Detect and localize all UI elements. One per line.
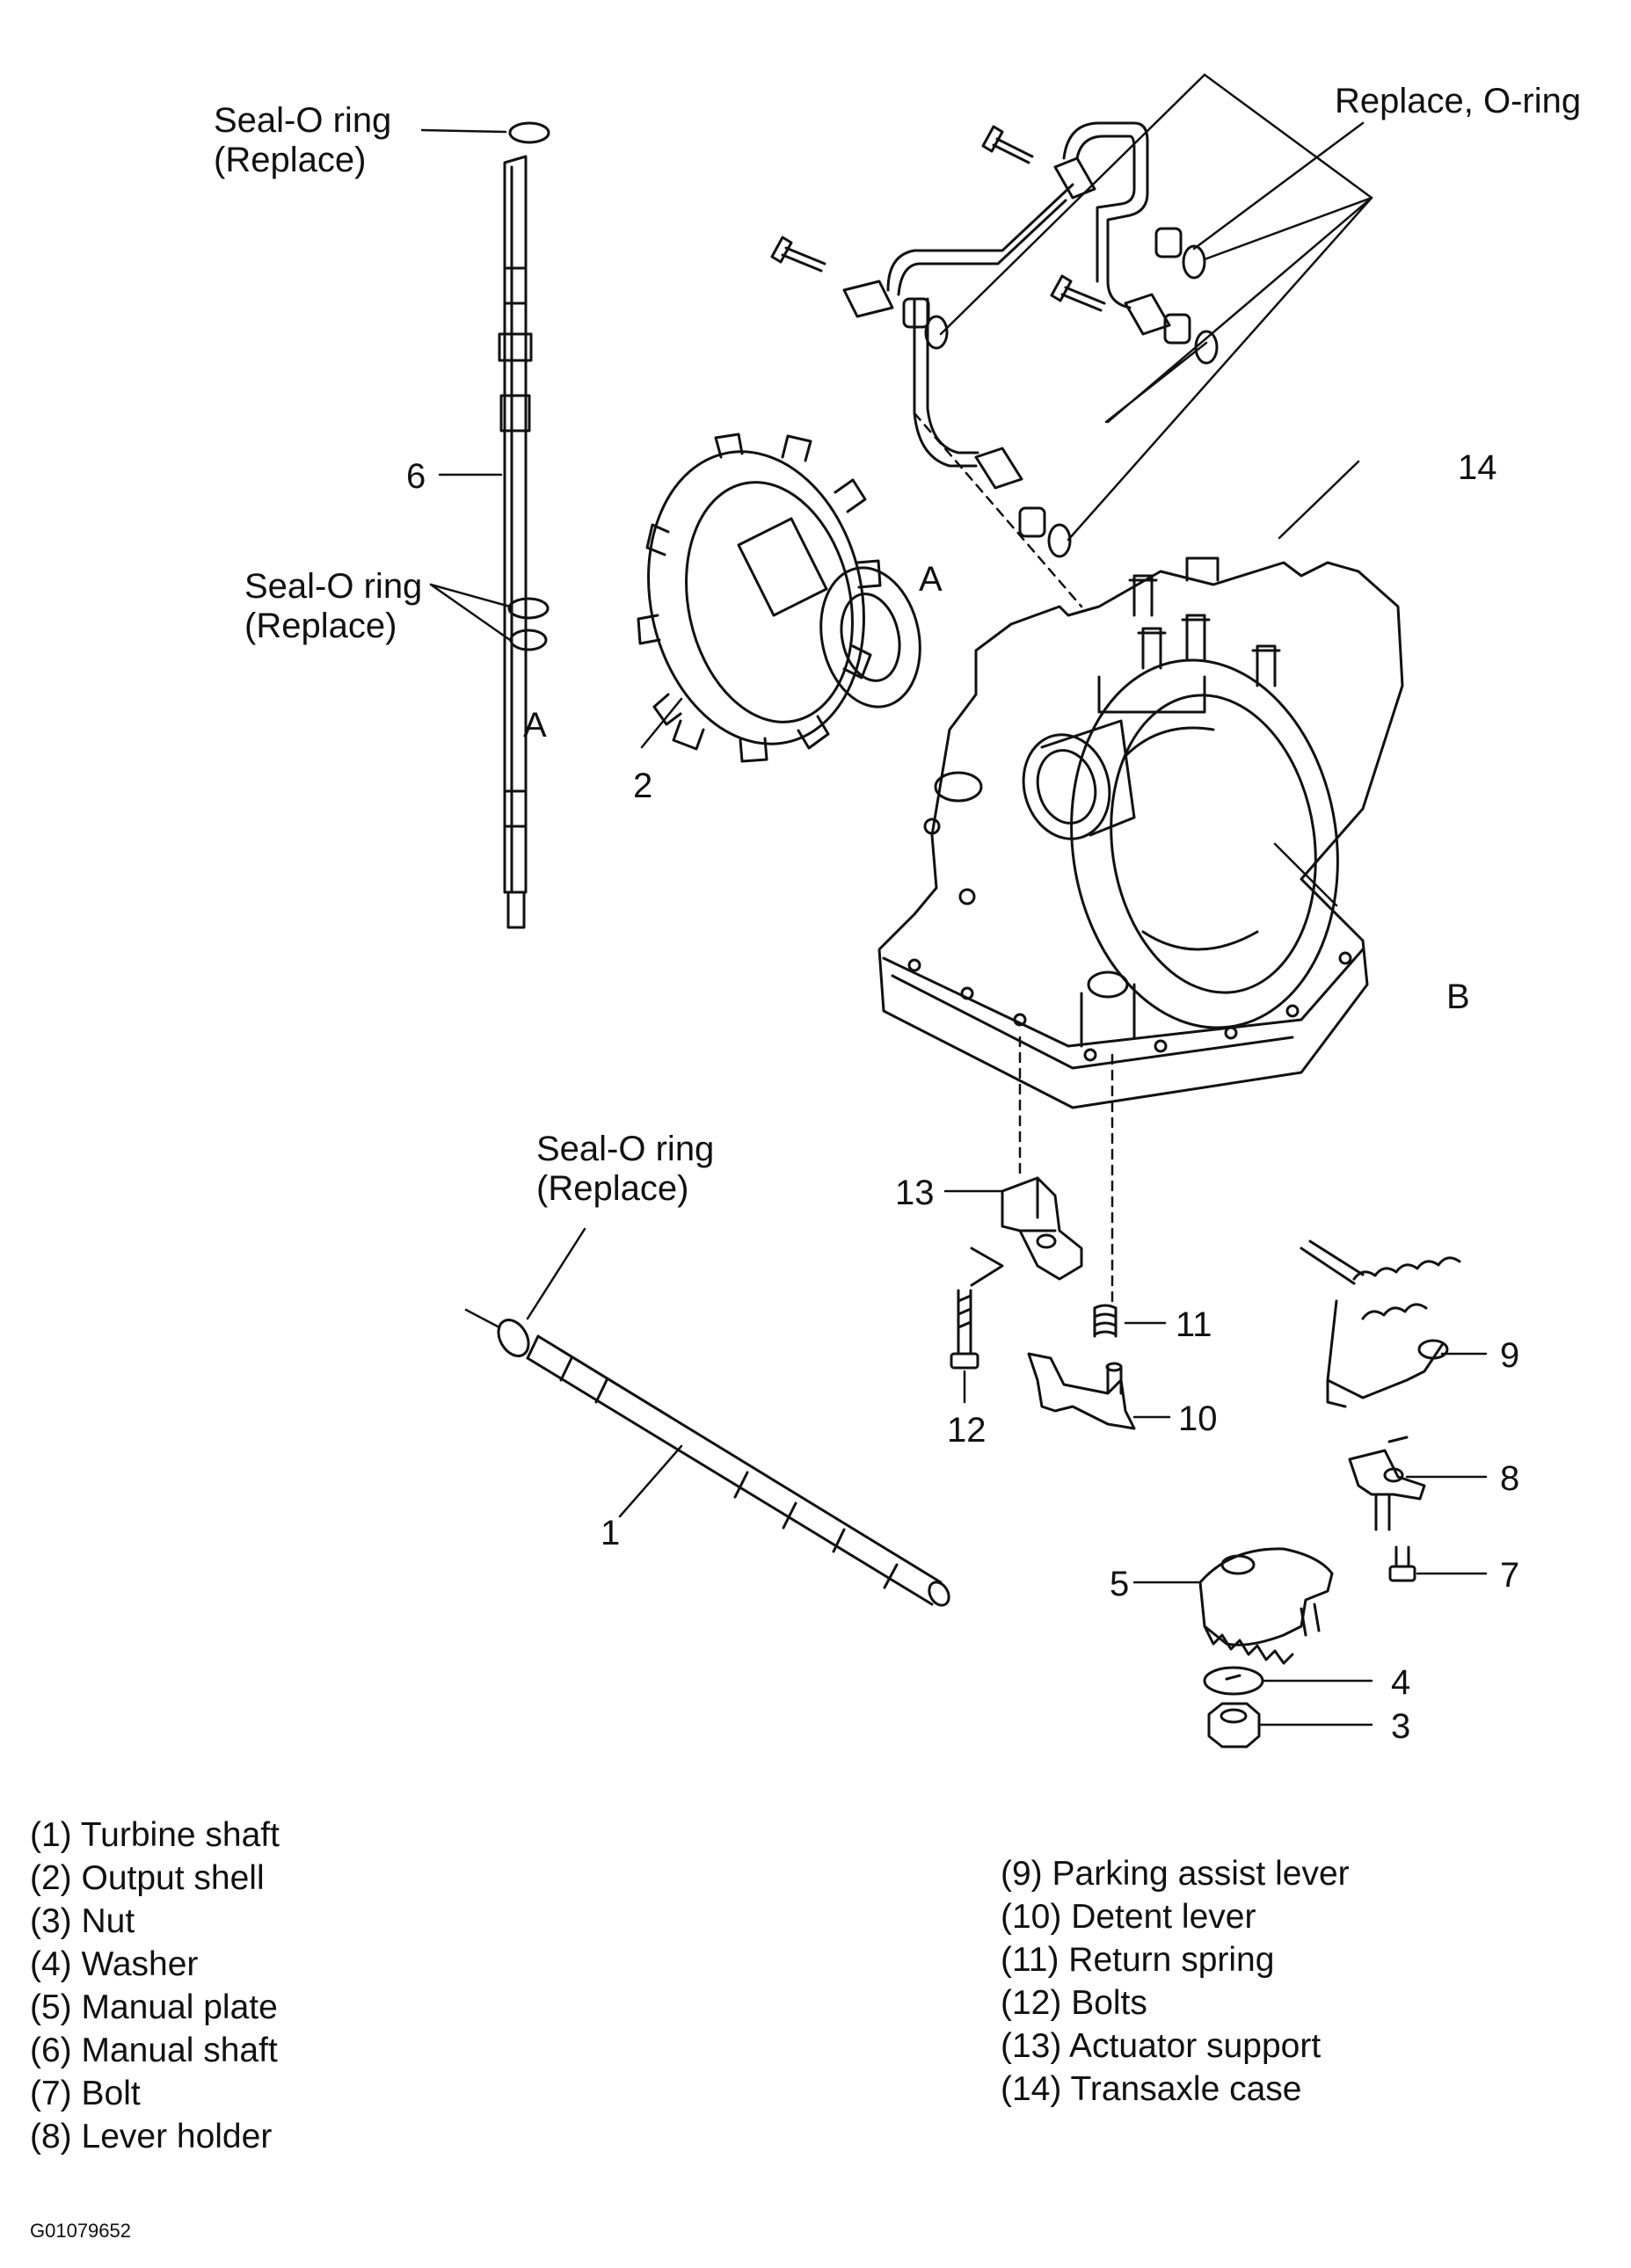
replace-o-ring-label: Replace, O-ring — [1335, 82, 1581, 120]
nut-part — [1207, 1702, 1261, 1748]
parking-assist-lever-part — [1300, 1239, 1461, 1408]
callout-number-13: 13 — [895, 1174, 935, 1212]
legend-item: (5) Manual plate — [30, 1988, 278, 2026]
legend-item: (6) Manual shaft — [30, 2032, 278, 2069]
seal-o-ring-bottom-note: (Replace) — [536, 1169, 688, 1208]
seal-o-ring-bottom-label: Seal-O ring — [536, 1130, 714, 1168]
parts-legend-right: (9) Parking assist lever (10) Detent lev… — [1001, 1852, 1350, 2111]
leader-lines — [420, 73, 1488, 1726]
legend-item: (10) Detent lever — [1001, 1898, 1256, 1936]
legend-item: (9) Parking assist lever — [1001, 1855, 1350, 1893]
legend-item: (12) Bolts — [1001, 1984, 1147, 2022]
legend-item: (8) Lever holder — [30, 2118, 273, 2155]
lever-holder-part — [1348, 1436, 1426, 1531]
transaxle-case-part — [877, 556, 1404, 1109]
seal-o-ring-top-label: Seal-O ring — [214, 101, 391, 140]
callout-number-6: 6 — [406, 457, 426, 496]
callout-number-1: 1 — [601, 1514, 620, 1552]
seal-o-ring-top-note: (Replace) — [214, 141, 366, 179]
legend-item: (1) Turbine shaft — [30, 1816, 280, 1854]
marker-b: B — [1446, 978, 1470, 1016]
callout-number-4: 4 — [1391, 1663, 1410, 1702]
detent-lever-part — [1027, 1352, 1136, 1430]
marker-a-right: A — [919, 560, 943, 599]
manual-shaft-part — [498, 121, 550, 929]
callout-number-7: 7 — [1500, 1556, 1519, 1595]
seal-o-ring-mid-label: Seal-O ring — [244, 567, 422, 606]
turbine-shaft-part — [497, 1319, 950, 1607]
callout-number-14: 14 — [1458, 448, 1497, 487]
bolts-part — [950, 1289, 979, 1370]
callout-number-10: 10 — [1178, 1399, 1218, 1438]
figure-id: G01079652 — [30, 2220, 131, 2242]
bolt-part — [1388, 1545, 1416, 1582]
callout-number-9: 9 — [1500, 1336, 1519, 1375]
seal-o-ring-mid-note: (Replace) — [244, 607, 397, 645]
callout-number-11: 11 — [1176, 1305, 1212, 1344]
pipe-assembly-part — [770, 121, 1219, 558]
callout-number-3: 3 — [1391, 1707, 1410, 1746]
actuator-support-part — [970, 1176, 1083, 1287]
return-spring-part — [1093, 1304, 1118, 1338]
legend-item: (2) Output shell — [30, 1859, 265, 1897]
output-shell-part — [637, 433, 921, 763]
callout-number-12: 12 — [947, 1411, 987, 1450]
marker-a-left: A — [523, 706, 547, 745]
callout-number-5: 5 — [1110, 1565, 1129, 1603]
parts-legend-left: (1) Turbine shaft (2) Output shell (3) N… — [30, 1814, 280, 2158]
legend-item: (7) Bolt — [30, 2075, 141, 2112]
legend-item: (14) Transaxle case — [1001, 2070, 1302, 2108]
washer-part — [1203, 1666, 1264, 1696]
legend-item: (13) Actuator support — [1001, 2027, 1322, 2065]
callout-labels: Seal-O ring (Replace) Replace, O-ring Se… — [214, 82, 1581, 1746]
legend-item: (3) Nut — [30, 1902, 135, 1940]
legend-item: (11) Return spring — [1001, 1941, 1275, 1979]
legend-item: (4) Washer — [30, 1945, 199, 1983]
callout-number-2: 2 — [633, 767, 652, 805]
callout-number-8: 8 — [1500, 1459, 1519, 1498]
manual-plate-part — [1198, 1547, 1334, 1665]
